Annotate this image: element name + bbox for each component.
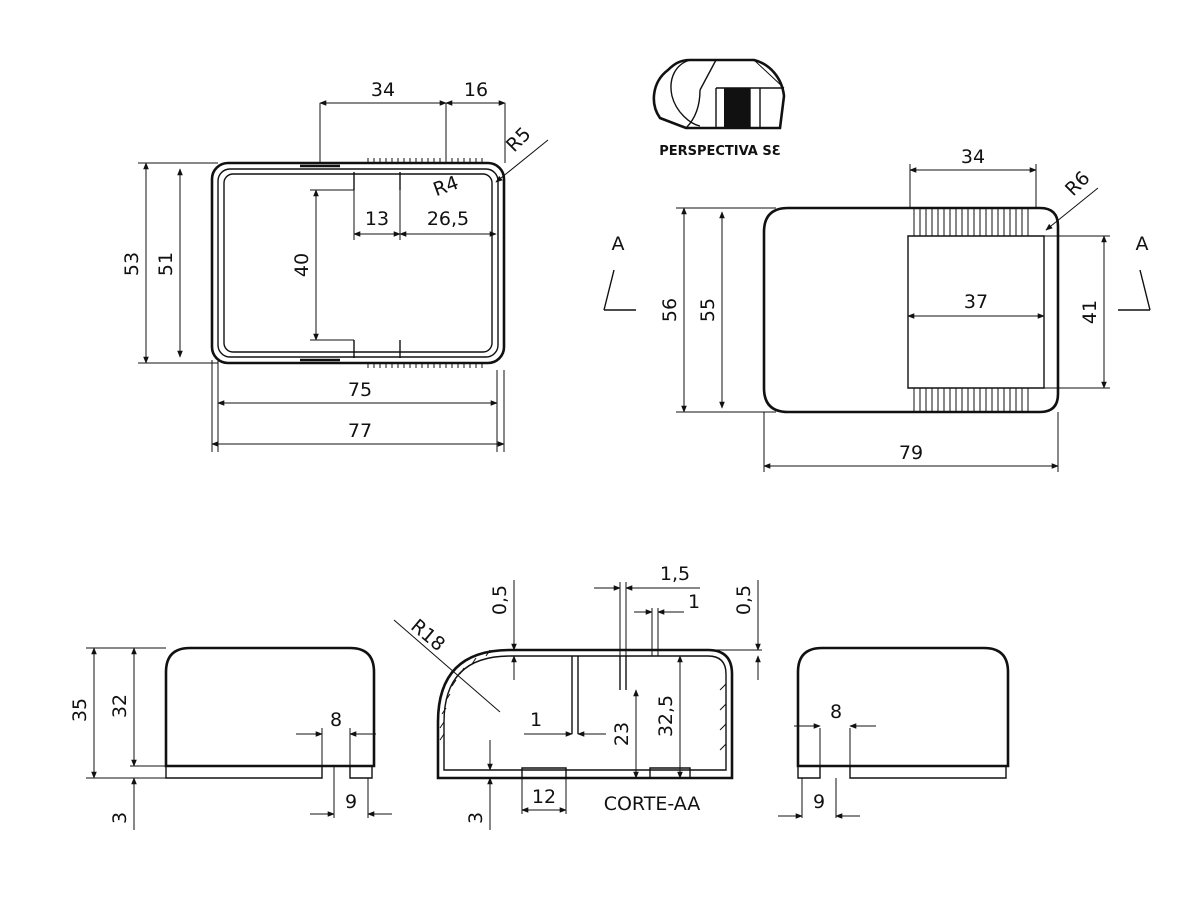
dim-8-right: 8 [830, 701, 842, 723]
dim-12: 12 [532, 786, 556, 808]
dim-8-left: 8 [330, 709, 342, 731]
dim-0-5-right: 0,5 [733, 585, 755, 615]
dim-37: 37 [964, 291, 988, 313]
side-view: 34 R6 A A 56 55 37 41 79 [603, 146, 1151, 472]
top-ribbing [367, 158, 483, 368]
front-view-left: 35 32 3 8 9 [69, 646, 392, 830]
dim-32-5: 32,5 [655, 695, 677, 737]
dim-16-top: 16 [464, 79, 488, 101]
side-ribbing [913, 208, 1029, 412]
dim-56: 56 [659, 298, 681, 322]
dim-34-top: 34 [371, 79, 395, 101]
section-marker-left: A [612, 233, 625, 255]
dim-13: 13 [365, 208, 389, 230]
radius-r4: R4 [430, 172, 461, 201]
top-view: 34 16 R5 R4 13 26,5 40 53 51 75 77 [121, 79, 549, 452]
dim-0-5-left: 0,5 [489, 585, 511, 615]
dim-3-left: 3 [109, 812, 131, 824]
dim-55: 55 [697, 298, 719, 322]
dim-1-top: 1 [688, 591, 700, 613]
dim-1-mid: 1 [530, 709, 542, 731]
dim-3-section: 3 [465, 812, 487, 824]
dim-23: 23 [611, 722, 633, 746]
section-marker-right: A [1136, 233, 1149, 255]
dim-35: 35 [69, 698, 91, 722]
section-caption: CORTE-AA [604, 793, 701, 815]
dim-77: 77 [348, 420, 372, 442]
perspective-title: PERSPECTIVA SƐ [659, 144, 781, 159]
dim-79: 79 [899, 442, 923, 464]
radius-r18: R18 [406, 615, 449, 656]
perspective-view: PERSPECTIVA SƐ [652, 58, 786, 159]
dim-34-side: 34 [961, 146, 985, 168]
dim-40: 40 [291, 253, 313, 277]
radius-r5: R5 [502, 123, 535, 156]
front-view-right: 8 9 [778, 646, 1010, 819]
dim-75: 75 [348, 379, 372, 401]
section-aa: 0,5 1,5 1 0,5 R18 1 23 32,5 3 [393, 563, 762, 830]
dim-9-left: 9 [345, 791, 357, 813]
dim-32-left: 32 [109, 694, 131, 718]
dim-1-5: 1,5 [660, 563, 690, 585]
dim-41: 41 [1079, 300, 1101, 324]
dim-53: 53 [121, 252, 143, 276]
dim-9-right: 9 [813, 791, 825, 813]
dim-51: 51 [155, 252, 177, 276]
dim-26-5: 26,5 [427, 208, 469, 230]
